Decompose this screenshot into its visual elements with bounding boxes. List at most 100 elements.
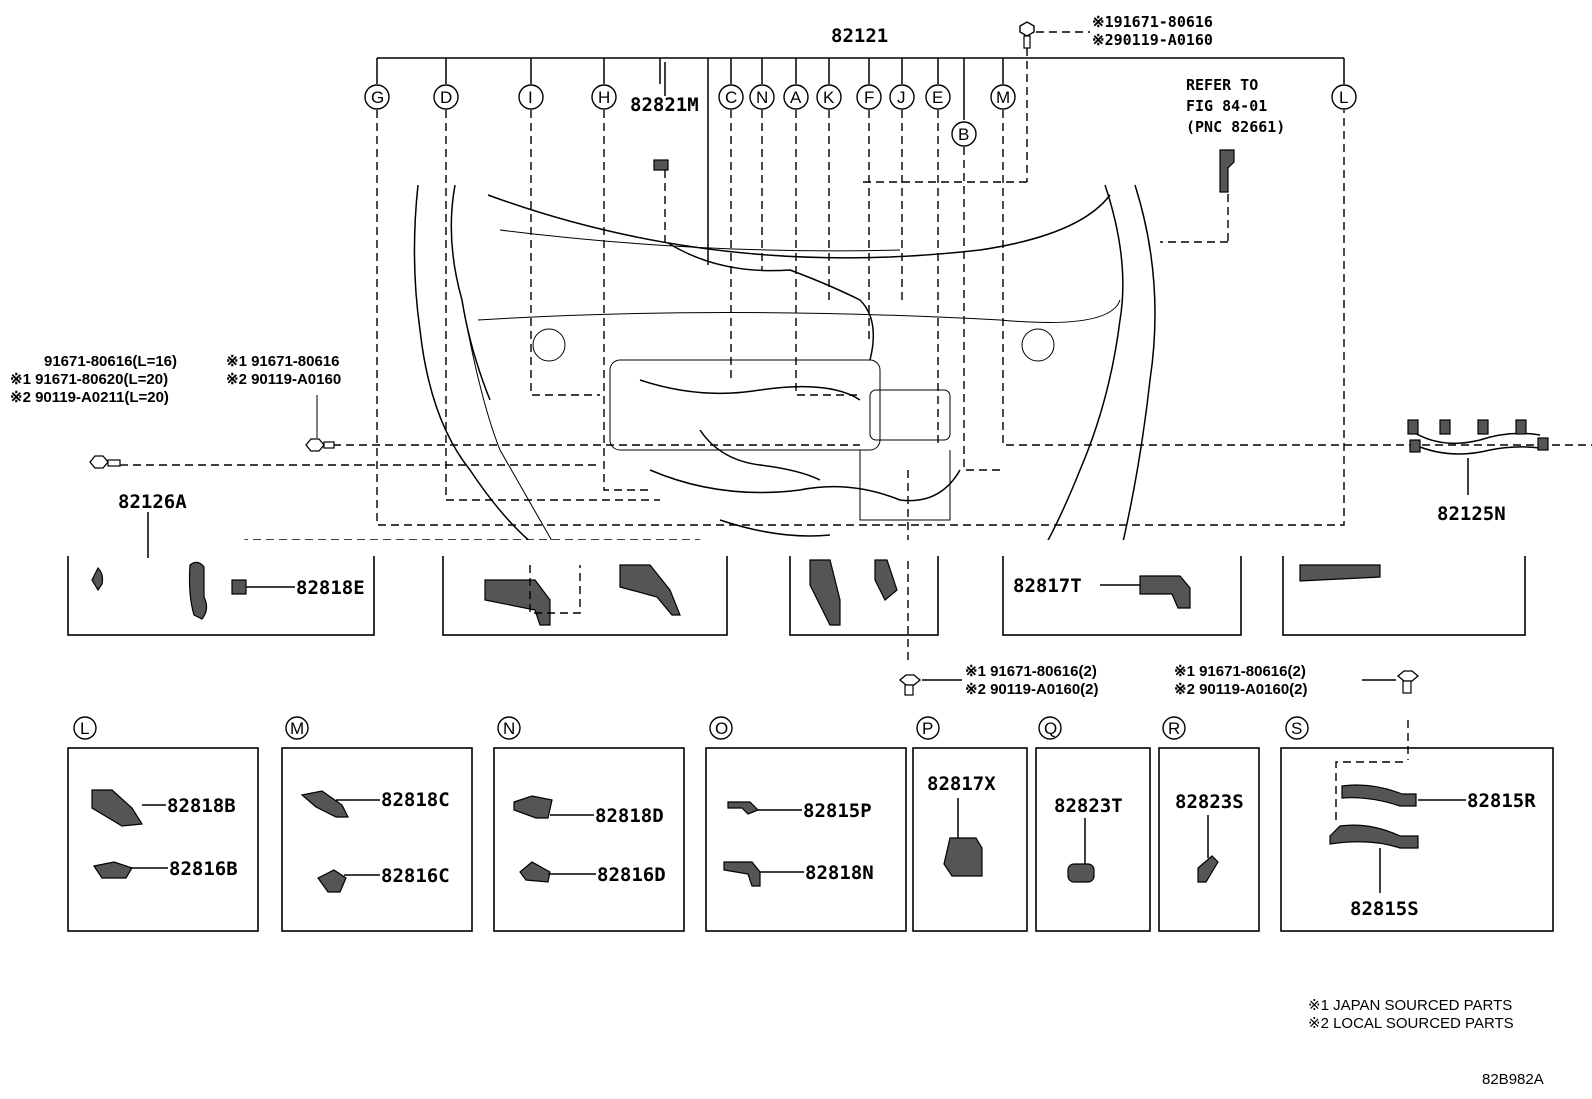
callout-i: I: [528, 88, 533, 107]
part-82818n-label: 82818N: [805, 862, 874, 884]
callout-l: L: [1339, 88, 1348, 107]
part-82818n-icon: [723, 861, 761, 887]
top-bolt-line-2: ※290119-A0160: [1092, 31, 1213, 49]
part-82816d-label: 82816D: [597, 864, 666, 886]
part-82815u-icon: [1299, 564, 1381, 582]
part-82823t-icon: [1067, 863, 1095, 883]
detail-box-s: [1280, 747, 1554, 932]
part-82818d-label: 82818D: [595, 805, 664, 827]
part-82818b-icon: [91, 789, 144, 827]
left-bolt-b-line-2: ※2 90119-A0160: [226, 371, 341, 388]
part-82823s-icon: [1197, 855, 1219, 883]
detail-box-p: [912, 747, 1028, 932]
detail-o-letter: O: [715, 719, 728, 738]
part-82126a-clip-icon: [91, 566, 104, 592]
callout-drops: [376, 58, 1345, 265]
part-82125n-icon: [1407, 419, 1549, 453]
main-harness-part-number: 82121: [831, 25, 888, 47]
top-bolt-line-1: ※191671-80616: [1092, 13, 1213, 31]
part-82815p-label: 82815P: [803, 800, 872, 822]
upper-box-3-part-icon: [809, 559, 841, 626]
callout-b: B: [958, 125, 969, 144]
part-82816b-label: 82816B: [169, 858, 238, 880]
detail-s-letter: S: [1291, 719, 1302, 738]
part-82126a-icon: [188, 561, 208, 620]
part-82815r-icon: [1341, 784, 1417, 807]
left-bolt-b-line-1: ※1 91671-80616: [226, 353, 340, 370]
part-82818e-icon: [231, 579, 247, 595]
callout-m: M: [996, 88, 1010, 107]
part-82818c-icon: [300, 790, 349, 818]
detail-box-n: [493, 747, 685, 932]
part-82817t-icon: [1139, 575, 1191, 609]
harness-clip-icon: [653, 159, 669, 171]
callout-f: F: [864, 88, 874, 107]
part-82815s-icon: [1329, 824, 1419, 849]
part-82817x-icon: [943, 837, 983, 877]
harness-wires: [639, 242, 1541, 537]
mid-bolt-left-line-1: ※1 91671-80616(2): [965, 663, 1097, 680]
detail-box-q: [1035, 747, 1151, 932]
upper-box-3-part-b-icon: [874, 559, 898, 601]
refer-note-line-3: (PNC 82661): [1186, 118, 1285, 136]
detail-box-o: [705, 747, 907, 932]
mid-bolt-left-icon: [898, 674, 922, 696]
legend-line-2: ※2 LOCAL SOURCED PARTS: [1308, 1015, 1514, 1032]
upper-box-2-part-icon: [484, 579, 551, 626]
part-82816c-icon: [317, 869, 347, 893]
mid-bolt-right-line-1: ※1 91671-80616(2): [1174, 663, 1306, 680]
part-82823t-label: 82823T: [1054, 795, 1123, 817]
callout-h: H: [598, 88, 610, 107]
part-82817x-label: 82817X: [927, 773, 996, 795]
part-82816b-icon: [93, 861, 133, 879]
mid-bolt-left-line-2: ※2 90119-A0160(2): [965, 681, 1099, 698]
detail-q-letter: Q: [1044, 719, 1057, 738]
part-82815s-label: 82815S: [1350, 898, 1419, 920]
refer-bracket-icon: [1219, 149, 1235, 193]
detail-r-letter: R: [1168, 719, 1180, 738]
detail-box-r: [1158, 747, 1260, 932]
callout-n: N: [756, 88, 768, 107]
part-82816d-icon: [519, 861, 551, 883]
upper-box-2-part-b-icon: [619, 564, 681, 616]
part-82815r-label: 82815R: [1467, 790, 1536, 812]
detail-box-l: [67, 747, 259, 932]
part-82818b-label: 82818B: [167, 795, 236, 817]
callout-g: G: [371, 88, 384, 107]
detail-box-m: [281, 747, 473, 932]
part-82823s-label: 82823S: [1175, 791, 1244, 813]
part-82818c-label: 82818C: [381, 789, 450, 811]
part-82817t-label: 82817T: [1013, 575, 1082, 597]
refer-note-line-2: FIG 84-01: [1186, 97, 1267, 115]
callout-e: E: [932, 88, 943, 107]
left-bolt-a-icon: [89, 455, 121, 469]
detail-p-letter: P: [922, 719, 933, 738]
left-bolt-a-line-3: ※2 90119-A0211(L=20): [10, 389, 169, 406]
left-bolt-a-line-1: 91671-80616(L=16): [44, 353, 177, 370]
harness-clip-part-number: 82821M: [630, 94, 699, 116]
part-82818e-label: 82818E: [296, 577, 365, 599]
leader-lines: [120, 110, 1592, 760]
part-82816c-label: 82816C: [381, 865, 450, 887]
detail-m-letter: M: [290, 719, 304, 738]
callout-j: J: [897, 88, 906, 107]
callout-k: K: [823, 88, 835, 107]
refer-note-line-1: REFER TO: [1186, 76, 1258, 94]
mid-bolt-right-line-2: ※2 90119-A0160(2): [1174, 681, 1308, 698]
part-82818d-icon: [513, 795, 553, 819]
legend-line-1: ※1 JAPAN SOURCED PARTS: [1308, 997, 1512, 1014]
figure-code: 82B982A: [1482, 1071, 1544, 1088]
part-82815p-icon: [727, 801, 760, 815]
callout-d: D: [440, 88, 452, 107]
callout-a: A: [790, 88, 802, 107]
left-bolt-a-line-2: ※1 91671-80620(L=20): [10, 371, 168, 388]
detail-n-letter: N: [503, 719, 515, 738]
left-bolt-b-icon: [305, 438, 335, 452]
detail-l-letter: L: [80, 719, 89, 738]
part-82125n-label: 82125N: [1437, 503, 1506, 525]
callout-c: C: [725, 88, 737, 107]
top-bolt-icon: [1019, 21, 1035, 49]
part-82126a-label: 82126A: [118, 491, 187, 513]
top-callout-circles: G D I H C N A K F J E M L B: [364, 84, 1357, 147]
